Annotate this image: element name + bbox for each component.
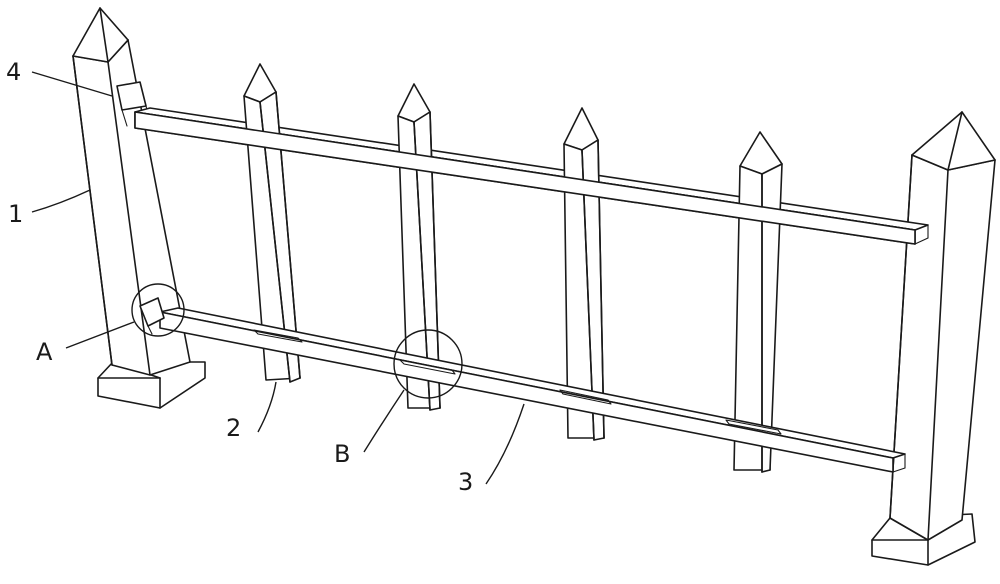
right-post — [871, 111, 996, 566]
label-bracket-4: 4 — [6, 58, 21, 86]
picket-4 — [733, 131, 783, 473]
label-rail-3: 3 — [458, 468, 473, 496]
label-picket-2: 2 — [226, 414, 241, 442]
leader-a — [65, 321, 135, 349]
detail-a-circle — [131, 283, 185, 337]
leader-1 — [31, 189, 91, 213]
left-post — [72, 7, 206, 409]
lower-rail — [159, 307, 906, 473]
leader-3 — [485, 403, 525, 485]
label-detail-b: B — [334, 440, 350, 468]
label-detail-a: A — [36, 338, 53, 366]
label-post-1: 1 — [8, 200, 23, 228]
leader-2 — [257, 381, 277, 433]
picket-1 — [243, 63, 301, 383]
leader-4 — [31, 71, 113, 97]
upper-rail-front — [134, 111, 916, 245]
detail-b-circle — [393, 329, 463, 399]
leader-b — [363, 389, 405, 453]
lower-bracket — [139, 297, 165, 335]
